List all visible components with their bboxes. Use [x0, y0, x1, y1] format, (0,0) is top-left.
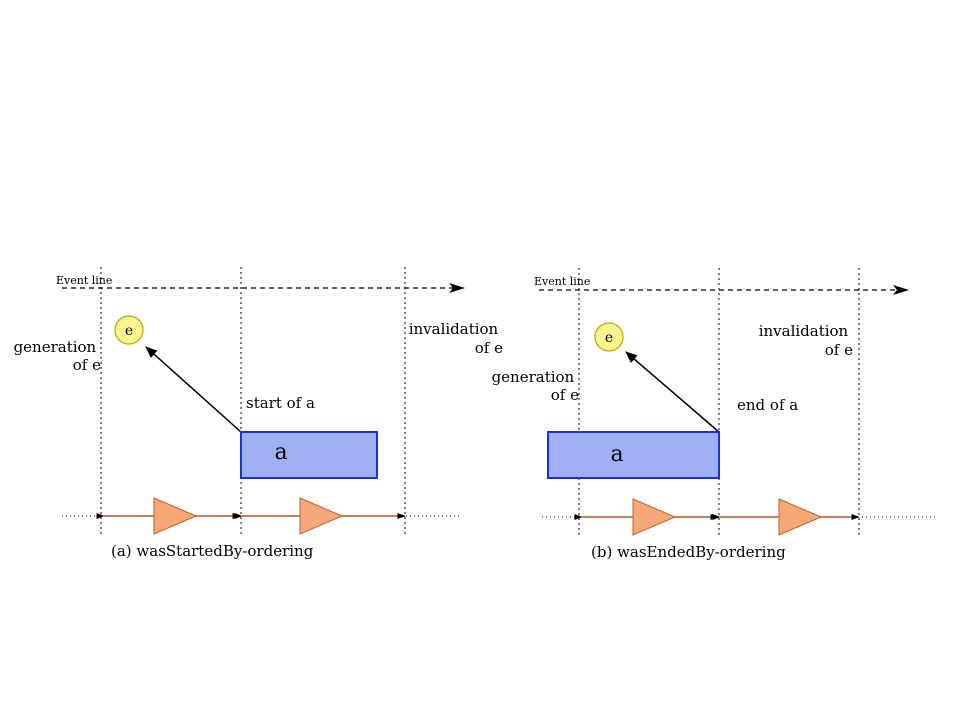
caption: (b) wasEndedBy-ordering — [591, 543, 786, 561]
invalidation-label: invalidation of e — [759, 322, 853, 359]
activity-box — [240, 431, 378, 479]
caption: (a) wasStartedBy-ordering — [111, 542, 314, 560]
entity-node — [594, 322, 624, 352]
started-by-arrow — [145, 346, 242, 433]
panel-a: Event line e generation of e invalidatio… — [14, 267, 503, 560]
precedes-triangle-2 — [778, 498, 823, 536]
activity-box — [547, 431, 720, 479]
activity-label: a — [274, 440, 287, 465]
entity-label: e — [125, 323, 133, 339]
precedes-triangle-1 — [153, 497, 198, 535]
end-label: end of a — [737, 396, 798, 414]
entity-node — [114, 315, 144, 345]
event-line-label: Event line — [534, 275, 590, 288]
precedes-triangle-1 — [632, 498, 677, 536]
precedes-triangle-2 — [299, 497, 344, 535]
generation-label: generation of e — [492, 368, 580, 404]
event-line-label: Event line — [56, 274, 112, 287]
generation-label: generation of e — [14, 338, 102, 374]
entity-label: e — [605, 330, 613, 346]
activity-label: a — [610, 442, 623, 467]
panel-b: Event line e generation of e invalidatio… — [492, 268, 936, 561]
start-label: start of a — [246, 394, 315, 412]
ended-by-arrow — [625, 351, 720, 433]
invalidation-label: invalidation of e — [409, 320, 503, 357]
